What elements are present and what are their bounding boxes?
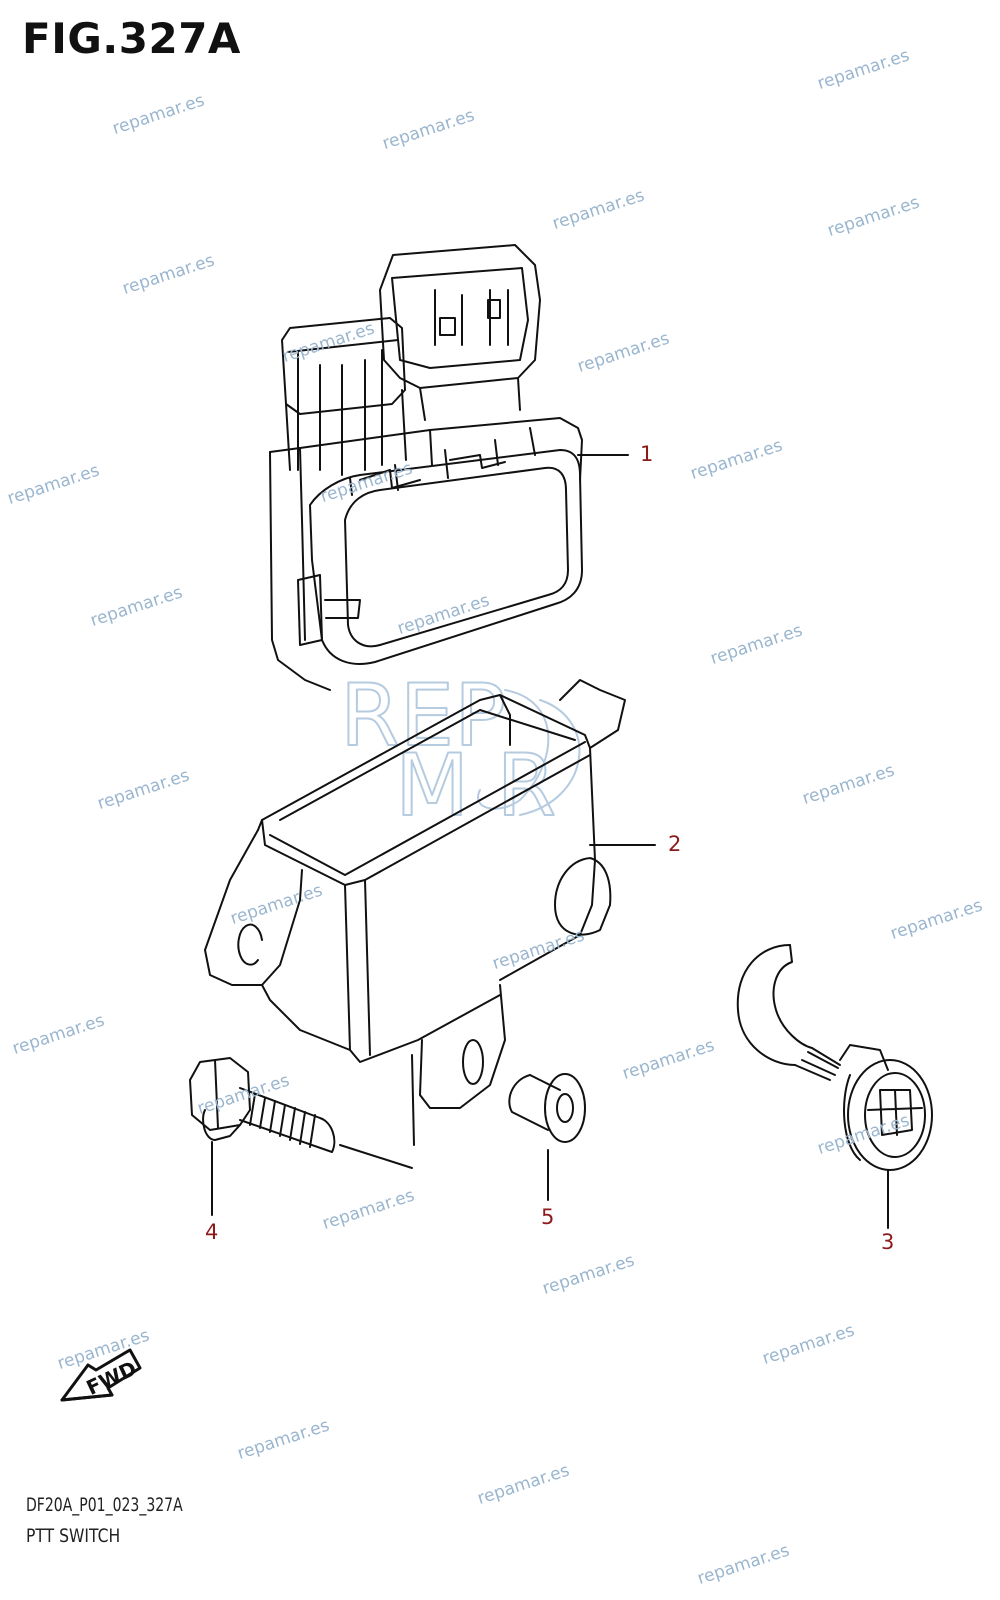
- callout-5: 5: [541, 1205, 555, 1229]
- part-1-ptt-switch-module: [269, 244, 583, 691]
- watermark-logo: REP M R: [339, 665, 581, 837]
- diagram-caption: PTT SWITCH: [26, 1525, 121, 1547]
- fwd-arrow-icon: FWD: [60, 1348, 142, 1402]
- callout-2: 2: [668, 832, 682, 856]
- callout-4: 4: [205, 1220, 219, 1244]
- part-4-bolt: [189, 1057, 413, 1169]
- figure-title: FIG.327A: [22, 14, 241, 63]
- part-3-grommet: [736, 944, 933, 1171]
- watermark-logo-bottom: M R: [395, 736, 556, 836]
- diagram-code: DF20A_P01_023_327A: [26, 1494, 183, 1516]
- watermark-logo-top: REP: [340, 666, 506, 766]
- callout-1: 1: [640, 442, 654, 466]
- part-2-holder-bracket: [204, 679, 626, 1146]
- part-5-collar: [508, 1073, 586, 1143]
- callout-3: 3: [881, 1230, 895, 1254]
